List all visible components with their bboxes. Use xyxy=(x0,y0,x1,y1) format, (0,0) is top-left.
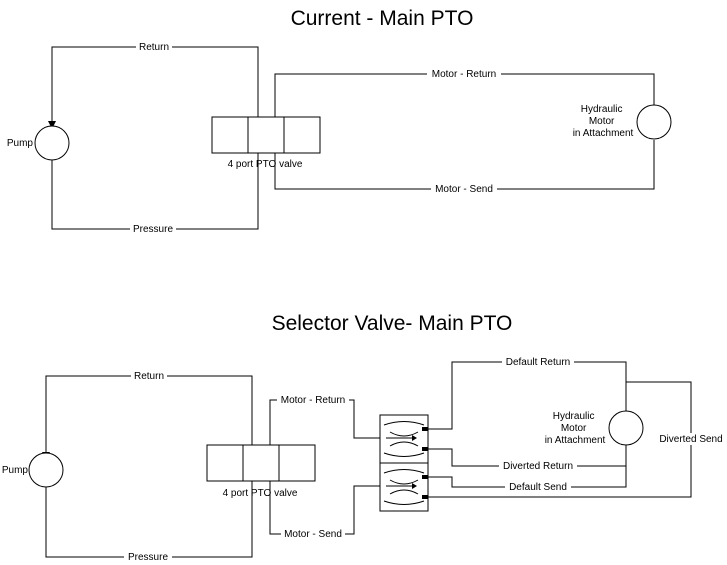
top-pto-valve xyxy=(211,116,321,154)
top-pump-symbol xyxy=(34,125,70,161)
top-motor-return-label: Motor - Return xyxy=(432,69,496,80)
top-motor-symbol xyxy=(636,104,672,140)
top-motor-label-line3: in Attachment xyxy=(573,128,634,139)
top-motor-label-line2: Motor xyxy=(589,116,615,127)
top-lines xyxy=(48,46,659,230)
diverted-return-label: Diverted Return xyxy=(503,461,573,472)
top-pump xyxy=(34,125,70,161)
top-pump-label: Pump xyxy=(7,138,34,149)
bottom-pto-valve xyxy=(206,444,316,482)
selector-valve-lower xyxy=(379,462,429,512)
bottom-pump-label: Pump xyxy=(2,465,29,476)
bottom-valve-label: 4 port PTO valve xyxy=(223,488,298,499)
top-valve-label: 4 port PTO valve xyxy=(228,159,303,170)
bottom-motor-symbol xyxy=(608,410,644,446)
bottom-motor-label-line2: Motor xyxy=(561,423,587,434)
diverted-send-label: Diverted Send xyxy=(659,434,722,445)
bottom-return-label: Return xyxy=(134,371,164,382)
bottom-motor-send-label: Motor - Send xyxy=(284,529,342,540)
top-motor-label-line1: Hydraulic xyxy=(581,104,623,115)
bottom-motor-label-line3: in Attachment xyxy=(545,435,606,446)
bottom-title: Selector Valve- Main PTO xyxy=(272,312,513,335)
bottom-pressure-label: Pressure xyxy=(128,552,168,563)
top-pressure-label: Pressure xyxy=(133,224,173,235)
top-title: Current - Main PTO xyxy=(291,7,474,30)
default-send-label: Default Send xyxy=(509,482,567,493)
bottom-lines xyxy=(42,361,692,558)
selector-valve-upper xyxy=(379,414,429,464)
top-motor-send-label: Motor - Send xyxy=(435,184,493,195)
default-return-label: Default Return xyxy=(506,357,570,368)
bottom-pump-symbol xyxy=(28,452,64,488)
top-motor-label: Hydraulic Motor in Attachment xyxy=(573,104,634,139)
bottom-motor-return-label: Motor - Return xyxy=(281,395,345,406)
bottom-motor-label: Hydraulic Motor in Attachment xyxy=(545,411,606,446)
top-return-label: Return xyxy=(139,42,169,53)
bottom-motor-label-line1: Hydraulic xyxy=(553,411,595,422)
